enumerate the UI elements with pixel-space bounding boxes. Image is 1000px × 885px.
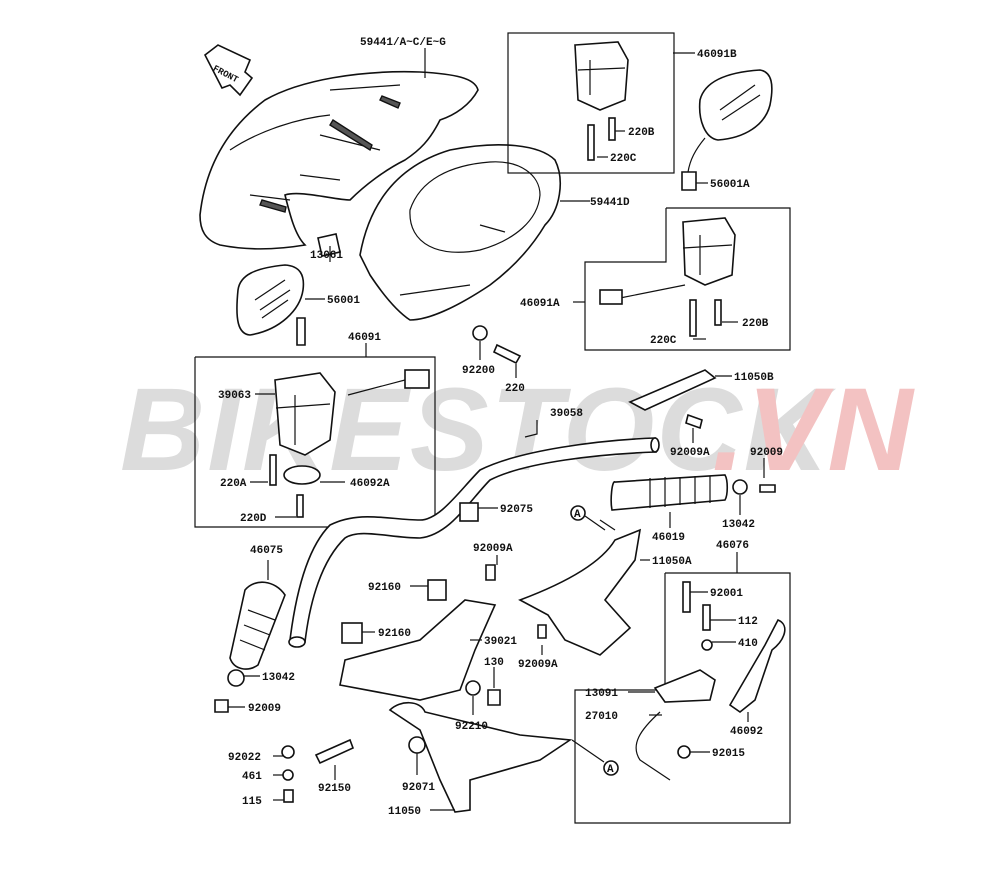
- label-92075: 92075: [500, 504, 533, 516]
- screw-220: [492, 343, 522, 365]
- label-92009-left: 92009: [248, 703, 281, 715]
- bolt-92009a-mid: [485, 564, 496, 581]
- label-92009-right: 92009: [750, 447, 783, 459]
- label-39063: 39063: [218, 390, 251, 402]
- label-46092a: 46092A: [350, 478, 390, 490]
- label-56001a: 56001A: [710, 179, 750, 191]
- label-27010: 27010: [585, 711, 618, 723]
- nut-461: [282, 769, 294, 781]
- label-39058: 39058: [550, 408, 583, 420]
- switch-assembly-left: [269, 369, 430, 518]
- label-92160-mid: 92160: [378, 628, 411, 640]
- bolt-130: [487, 689, 501, 706]
- label-92071: 92071: [402, 782, 435, 794]
- bolt-92009a-top: [685, 413, 703, 430]
- label-220b-top: 220B: [628, 127, 655, 139]
- bolt-92009a-low: [537, 624, 547, 639]
- switch-box-46091b: [507, 32, 675, 174]
- label-461: 461: [242, 771, 262, 783]
- grommet-13061: [317, 233, 341, 257]
- bracket-11050: [388, 701, 573, 813]
- handle-cover-lower: [359, 144, 561, 321]
- switch-assembly-right-lower: [599, 217, 736, 337]
- label-130: 130: [484, 657, 504, 669]
- label-220: 220: [505, 383, 525, 395]
- part-labels: 59441/A~C/E~G 46091B 220B 220C 56001A 59…: [218, 37, 783, 818]
- label-220b-right: 220B: [742, 318, 769, 330]
- label-13061: 13061: [310, 250, 343, 262]
- label-59441d: 59441D: [590, 197, 630, 209]
- lever-assembly-46076: [635, 581, 786, 781]
- grip-46019: [610, 474, 776, 511]
- bolt-115: [283, 789, 294, 803]
- label-13091: 13091: [585, 688, 618, 700]
- bolt-92150: [314, 738, 355, 765]
- label-92210: 92210: [455, 721, 488, 733]
- watermark-suffix: .VN: [712, 364, 915, 496]
- label-46076: 46076: [716, 540, 749, 552]
- damper-92160-lower: [341, 622, 363, 644]
- ref-marker-a-lower: [603, 760, 619, 776]
- label-92009a-mid: 92009A: [473, 543, 513, 555]
- label-115: 115: [242, 796, 262, 808]
- label-39021: 39021: [484, 636, 517, 648]
- ref-marker-a-upper: [570, 505, 586, 521]
- mirror-right: [681, 69, 773, 191]
- label-92001: 92001: [710, 588, 743, 600]
- washer-92022: [281, 745, 295, 759]
- label-13042-right: 13042: [722, 519, 755, 531]
- switch-box-46091a: [584, 207, 791, 351]
- washer-92071: [408, 736, 426, 754]
- mirror-left: [236, 264, 306, 346]
- label-92009a-top: 92009A: [670, 447, 710, 459]
- switch-assembly-right-upper: [574, 41, 629, 161]
- label-11050a: 11050A: [652, 556, 692, 568]
- label-59441-ace-g: 59441/A~C/E~G: [360, 37, 446, 49]
- holder-39021: [339, 599, 497, 701]
- label-46019: 46019: [652, 532, 685, 544]
- label-11050: 11050: [388, 806, 421, 818]
- ref-marker-a-upper-label: A: [574, 509, 581, 521]
- front-arrow-icon: FRONT: [203, 44, 254, 97]
- label-220d: 220D: [240, 513, 267, 525]
- label-46092: 46092: [730, 726, 763, 738]
- label-46075: 46075: [250, 545, 283, 557]
- label-46091a: 46091A: [520, 298, 560, 310]
- washer-92200: [472, 325, 488, 341]
- handlebar-39058: [288, 437, 660, 648]
- handle-cover-upper: [199, 70, 479, 250]
- label-11050b: 11050B: [734, 372, 774, 384]
- label-220a: 220A: [220, 478, 247, 490]
- label-92015: 92015: [712, 748, 745, 760]
- label-410: 410: [738, 638, 758, 650]
- label-220c-right: 220C: [650, 335, 677, 347]
- nut-92210: [465, 680, 481, 696]
- label-220c-top: 220C: [610, 153, 637, 165]
- label-92022: 92022: [228, 752, 261, 764]
- leader-lines: [228, 48, 765, 811]
- label-92009a-low: 92009A: [518, 659, 558, 671]
- label-92200: 92200: [462, 365, 495, 377]
- grip-46075: [214, 581, 286, 713]
- damper-92160-upper: [427, 579, 447, 601]
- label-92150: 92150: [318, 783, 351, 795]
- label-92160-top: 92160: [368, 582, 401, 594]
- label-112: 112: [738, 616, 758, 628]
- damper-92075: [459, 502, 479, 522]
- bracket-11050a: [518, 528, 642, 656]
- ref-marker-a-lower-label: A: [607, 764, 614, 776]
- label-46091: 46091: [348, 332, 381, 344]
- label-46091b: 46091B: [697, 49, 737, 61]
- label-56001: 56001: [327, 295, 360, 307]
- label-13042-left: 13042: [262, 672, 295, 684]
- bracket-11050b: [628, 369, 717, 411]
